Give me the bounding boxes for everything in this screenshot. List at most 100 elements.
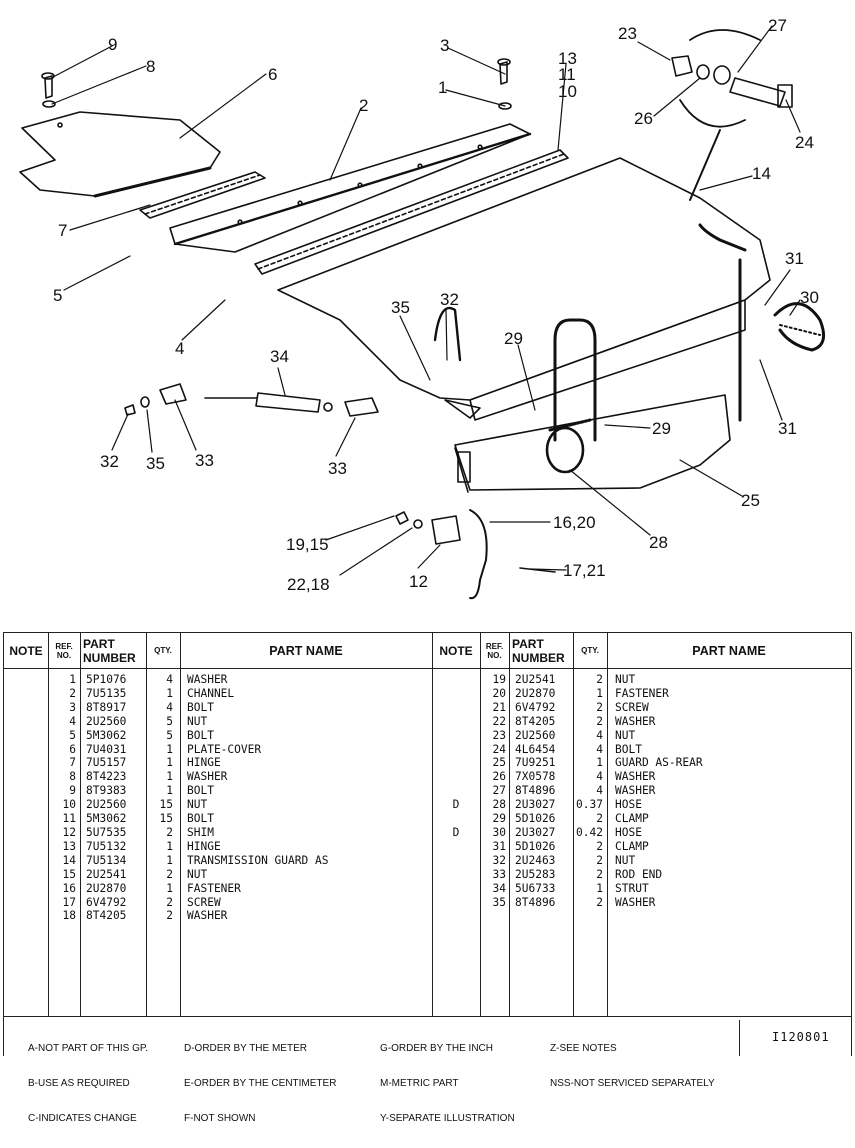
table-cell-ref: 1: [69, 673, 76, 686]
table-cell-part: 7U5157: [86, 756, 127, 770]
callout-3: 3: [440, 36, 450, 55]
table-cell-qty: 2: [596, 895, 603, 909]
plate-cover-drawing: [19, 111, 221, 198]
legend: A-NOT PART OF THIS GP. B-USE AS REQUIRED…: [3, 1017, 852, 1124]
callout-1: 1: [438, 78, 448, 97]
table-cell-note: [4, 729, 48, 743]
table-cell-part: 7U5134: [86, 853, 127, 867]
table-cell-name: ROD END: [615, 867, 663, 881]
table-cell-ref: 7: [69, 756, 76, 770]
column-divider: [480, 633, 481, 1016]
rear-guard-drawing: [454, 394, 731, 493]
legend-col-2: D-ORDER BY THE METER E-ORDER BY THE CENT…: [184, 1020, 336, 1148]
table-cell-qty: 1: [166, 853, 173, 867]
callout-7: 7: [58, 221, 68, 240]
table-cell-part: 7U9251: [515, 756, 556, 770]
column-divider: [80, 633, 81, 1016]
table-cell-ref: 31: [492, 839, 506, 853]
hinge-13-drawing: [254, 149, 569, 275]
legend-divider: [739, 1020, 740, 1056]
table-cell-ref: 8: [69, 770, 76, 784]
table-cell-part: 2U2541: [515, 673, 556, 686]
table-cell-name: PLATE-COVER: [187, 742, 262, 756]
table-cell-qty: 1: [166, 839, 173, 853]
table-cell-ref: 17: [62, 895, 76, 909]
table-cell-ref: 4: [69, 714, 76, 728]
table-cell-name: CLAMP: [615, 812, 649, 826]
table-cell-part: 6V4792: [515, 700, 556, 714]
table-cell-note: [432, 729, 480, 743]
table-cell-part: 7U4031: [86, 742, 127, 756]
parts-table: NOTE REF. NO. PART NUMBER QTY. PART NAME…: [3, 632, 852, 1017]
table-cell-note: [432, 770, 480, 784]
callout-30: 30: [800, 288, 819, 307]
table-cell-note: D: [452, 798, 460, 812]
table-cell-note: [4, 701, 48, 715]
table-cell-qty: 4: [166, 673, 173, 686]
legend-item: F-NOT SHOWN: [184, 1112, 256, 1124]
callout-24: 24: [795, 133, 814, 152]
header-note: NOTE: [4, 633, 48, 669]
table-cell-qty: 5: [166, 728, 173, 742]
table-cell-ref: 33: [492, 867, 506, 881]
callout-31-lower: 31: [778, 419, 797, 438]
header-qty-right: QTY.: [573, 633, 607, 669]
table-cell-ref: 27: [492, 784, 506, 798]
hinge-7-drawing: [139, 171, 266, 219]
header-qty: QTY.: [146, 633, 180, 669]
table-cell-name: STRUT: [615, 881, 649, 895]
table-cell-ref: 22: [492, 714, 506, 728]
table-cell-ref: 9: [69, 784, 76, 798]
table-cell-ref: 21: [492, 700, 506, 714]
table-cell-note: [4, 743, 48, 757]
table-cell-note: [432, 812, 480, 826]
table-cell-name: CLAMP: [615, 839, 649, 853]
column-divider: [432, 633, 433, 1016]
table-cell-name: BOLT: [187, 728, 214, 742]
table-cell-ref: 2: [69, 686, 76, 700]
table-cell-note: [432, 854, 480, 868]
table-cell-ref: 34: [492, 881, 506, 895]
column-divider: [146, 633, 147, 1016]
table-cell-qty: 4: [596, 784, 603, 798]
callout-2: 2: [359, 96, 369, 115]
table-cell-qty: 1: [166, 881, 173, 895]
table-cell-name: NUT: [615, 673, 636, 686]
table-cell-ref: 24: [492, 742, 506, 756]
table-cell-part: 2U2541: [86, 867, 127, 881]
table-cell-name: HINGE: [187, 756, 221, 770]
table-cell-part: 8T4896: [515, 895, 556, 909]
table-cell-name: SCREW: [615, 700, 649, 714]
table-cell-name: NUT: [187, 867, 208, 881]
table-cell-qty: 2: [166, 867, 173, 881]
table-cell-name: WASHER: [615, 784, 656, 798]
table-cell-ref: 15: [62, 867, 76, 881]
table-cell-part: 8T8917: [86, 700, 127, 714]
callout-6: 6: [268, 65, 278, 84]
table-cell-qty: 1: [166, 742, 173, 756]
table-cell-ref: 25: [492, 756, 506, 770]
table-cell-part: 5D1026: [515, 812, 556, 826]
table-cell-ref: 5: [69, 728, 76, 742]
table-cell-note: [432, 673, 480, 687]
table-cell-part: 2U3027: [515, 798, 556, 812]
header-ref-no-right: REF. NO.: [480, 633, 509, 669]
table-cell-name: BOLT: [187, 784, 214, 798]
callout-29-lower: 29: [652, 419, 671, 438]
table-cell-qty: 2: [166, 895, 173, 909]
legend-col-1: A-NOT PART OF THIS GP. B-USE AS REQUIRED…: [28, 1020, 148, 1148]
table-cell-qty: 0.37: [576, 798, 603, 812]
callout-33-left: 33: [195, 451, 214, 470]
table-cell-part: 2U2463: [515, 853, 556, 867]
legend-col-3: G-ORDER BY THE INCH M-METRIC PART Y-SEPA…: [380, 1020, 515, 1148]
callout-27: 27: [768, 16, 787, 35]
table-cell-note: [4, 896, 48, 910]
table-cell-note: [432, 743, 480, 757]
table-cell-name: BOLT: [615, 742, 642, 756]
table-cell-qty: 1: [166, 756, 173, 770]
callout-5: 5: [53, 286, 63, 305]
callout-13: 13: [558, 49, 577, 68]
table-cell-part: 2U2870: [86, 881, 127, 895]
